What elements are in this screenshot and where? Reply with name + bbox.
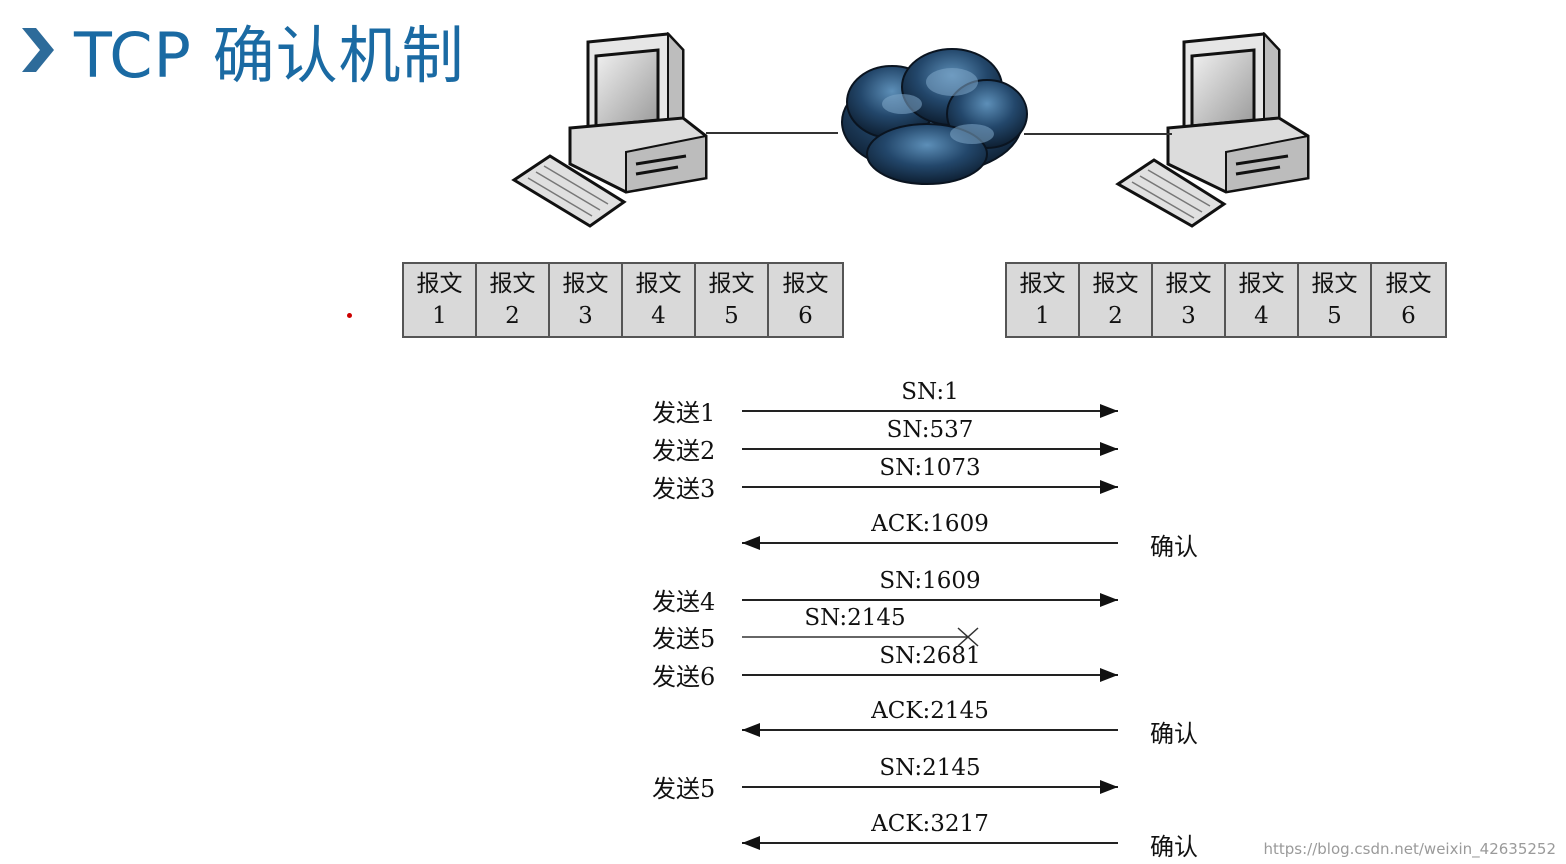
segment-label: 报文 bbox=[1238, 271, 1285, 297]
send-action-label: 发送3 bbox=[652, 475, 716, 503]
send-action-label: 发送6 bbox=[652, 663, 716, 691]
send-arrow bbox=[742, 627, 979, 647]
arrowhead bbox=[1100, 442, 1118, 456]
sender-computer-icon bbox=[511, 32, 708, 228]
segment-label: 报文 bbox=[1165, 271, 1212, 297]
segment-number: 6 bbox=[798, 303, 813, 329]
segment-number: 3 bbox=[1181, 303, 1196, 329]
sender-segment-buffer: 报文 1 报文 2 报文 3 报文 4 报文 5 报文 6 bbox=[402, 262, 844, 338]
network-link-left bbox=[706, 132, 838, 134]
segment-cell: 报文 5 bbox=[1299, 264, 1372, 336]
send-arrow bbox=[742, 668, 1118, 682]
segment-cell: 报文 6 bbox=[769, 264, 842, 336]
segment-label: 报文 bbox=[1311, 271, 1358, 297]
sequence-number-label: SN:1073 bbox=[879, 455, 981, 481]
network-cloud-icon bbox=[841, 48, 1028, 185]
segment-label: 报文 bbox=[489, 271, 536, 297]
segment-number: 5 bbox=[1327, 303, 1342, 329]
sequence-number-label: SN:2145 bbox=[879, 755, 981, 781]
segment-number: 1 bbox=[1035, 303, 1050, 329]
laser-pointer-dot bbox=[347, 313, 352, 318]
send-action-label: 发送1 bbox=[652, 399, 716, 427]
ack-action-label: 确认 bbox=[1150, 720, 1198, 748]
segment-cell: 报文 6 bbox=[1372, 264, 1445, 336]
segment-label: 报文 bbox=[635, 271, 682, 297]
send-arrow bbox=[742, 780, 1118, 794]
sequence-number-label: SN:1609 bbox=[879, 568, 981, 594]
page-title-area: TCP 确认机制 bbox=[18, 10, 465, 92]
segment-cell: 报文 4 bbox=[1226, 264, 1299, 336]
segment-cell: 报文 2 bbox=[1080, 264, 1153, 336]
sequence-number-label: ACK:2145 bbox=[871, 698, 989, 724]
chevron-right-icon bbox=[22, 28, 54, 72]
segment-cell: 报文 1 bbox=[404, 264, 477, 336]
send-action-label: 发送5 bbox=[652, 775, 716, 803]
segment-cell: 报文 4 bbox=[623, 264, 696, 336]
sequence-number-label: SN:2145 bbox=[804, 605, 906, 631]
segment-cell: 报文 3 bbox=[550, 264, 623, 336]
send-action-label: 发送4 bbox=[652, 588, 716, 616]
sequence-number-label: ACK:3217 bbox=[871, 811, 989, 837]
network-link-right bbox=[1024, 133, 1172, 135]
ack-arrow bbox=[742, 836, 1118, 850]
ack-arrow bbox=[742, 536, 1118, 550]
segment-number: 3 bbox=[578, 303, 593, 329]
receiver-computer-icon bbox=[1115, 32, 1310, 228]
segment-label: 报文 bbox=[1092, 271, 1139, 297]
send-arrow bbox=[742, 442, 1118, 456]
lost-packet-x-mark bbox=[957, 627, 979, 647]
segment-number: 1 bbox=[432, 303, 447, 329]
page-title: TCP 确认机制 bbox=[74, 19, 465, 92]
send-arrow bbox=[742, 404, 1118, 418]
arrowhead bbox=[742, 536, 760, 550]
arrowhead bbox=[742, 836, 760, 850]
ack-arrow bbox=[742, 723, 1118, 737]
arrowhead bbox=[1100, 404, 1118, 418]
segment-label: 报文 bbox=[562, 271, 609, 297]
segment-number: 6 bbox=[1401, 303, 1416, 329]
sequence-number-label: SN:1 bbox=[901, 379, 959, 405]
arrowhead bbox=[1100, 593, 1118, 607]
segment-number: 4 bbox=[1254, 303, 1269, 329]
arrowhead bbox=[1100, 668, 1118, 682]
segment-label: 报文 bbox=[1385, 271, 1432, 297]
watermark-url: https://blog.csdn.net/weixin_42635252 bbox=[1263, 840, 1556, 858]
arrowhead bbox=[742, 723, 760, 737]
segment-cell: 报文 3 bbox=[1153, 264, 1226, 336]
segment-number: 2 bbox=[505, 303, 520, 329]
segment-label: 报文 bbox=[708, 271, 755, 297]
arrowhead bbox=[1100, 780, 1118, 794]
ack-action-label: 确认 bbox=[1150, 833, 1198, 861]
segment-cell: 报文 2 bbox=[477, 264, 550, 336]
segment-number: 4 bbox=[651, 303, 666, 329]
send-action-label: 发送5 bbox=[652, 625, 716, 653]
send-arrow bbox=[742, 593, 1118, 607]
segment-label: 报文 bbox=[1019, 271, 1066, 297]
segment-cell: 报文 1 bbox=[1007, 264, 1080, 336]
segment-label: 报文 bbox=[782, 271, 829, 297]
arrowhead bbox=[1100, 480, 1118, 494]
sequence-number-label: ACK:1609 bbox=[871, 511, 989, 537]
ack-action-label: 确认 bbox=[1150, 533, 1198, 561]
send-arrow bbox=[742, 480, 1118, 494]
receiver-segment-buffer: 报文 1 报文 2 报文 3 报文 4 报文 5 报文 6 bbox=[1005, 262, 1447, 338]
sequence-number-label: SN:2681 bbox=[879, 643, 981, 669]
segment-number: 2 bbox=[1108, 303, 1123, 329]
segment-label: 报文 bbox=[416, 271, 463, 297]
sequence-number-label: SN:537 bbox=[886, 417, 974, 443]
send-action-label: 发送2 bbox=[652, 437, 716, 465]
segment-number: 5 bbox=[724, 303, 739, 329]
segment-cell: 报文 5 bbox=[696, 264, 769, 336]
